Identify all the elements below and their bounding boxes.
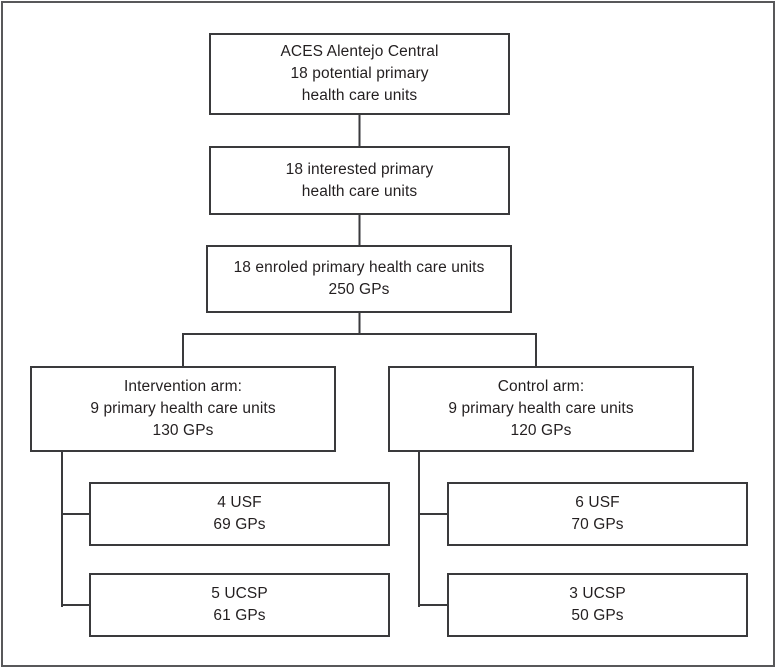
node-line: 4 USF [217, 494, 262, 512]
node-line: health care units [301, 182, 418, 200]
node-line: 9 primary health care units [90, 400, 276, 418]
node-line: 69 GPs [213, 516, 266, 533]
node-line: 18 interested primary [285, 160, 434, 178]
node-line: 120 GPs [510, 421, 572, 439]
node-aces-alentejo-central: ACES Alentejo Central 18 potential prima… [209, 33, 510, 115]
node-control-usf: 6 USF 70 GPs [447, 482, 748, 546]
node-line: 18 potential primary [290, 65, 429, 83]
node-line: 18 enroled primary health care units [233, 259, 485, 277]
node-line: 50 GPs [571, 607, 624, 624]
node-control-ucsp: 3 UCSP 50 GPs [447, 573, 748, 637]
node-intervention-ucsp: 5 UCSP 61 GPs [89, 573, 390, 637]
node-line: health care units [301, 86, 418, 104]
node-line: 3 UCSP [569, 585, 626, 603]
node-line: 70 GPs [571, 516, 624, 533]
node-line: 61 GPs [213, 607, 266, 624]
node-enroled-units: 18 enroled primary health care units 250… [206, 245, 512, 313]
node-line: 5 UCSP [211, 585, 268, 603]
node-intervention-usf: 4 USF 69 GPs [89, 482, 390, 546]
node-control-arm: Control arm: 9 primary health care units… [388, 366, 694, 452]
node-line: 130 GPs [152, 421, 214, 439]
node-line: 6 USF [575, 494, 620, 512]
node-line: Intervention arm: [123, 378, 242, 396]
node-interested-units: 18 interested primary health care units [209, 146, 510, 215]
node-intervention-arm: Intervention arm: 9 primary health care … [30, 366, 336, 452]
node-line: 250 GPs [328, 281, 390, 298]
node-line: Control arm: [497, 378, 585, 396]
node-line: ACES Alentejo Central [280, 43, 439, 61]
node-line: 9 primary health care units [448, 400, 634, 418]
